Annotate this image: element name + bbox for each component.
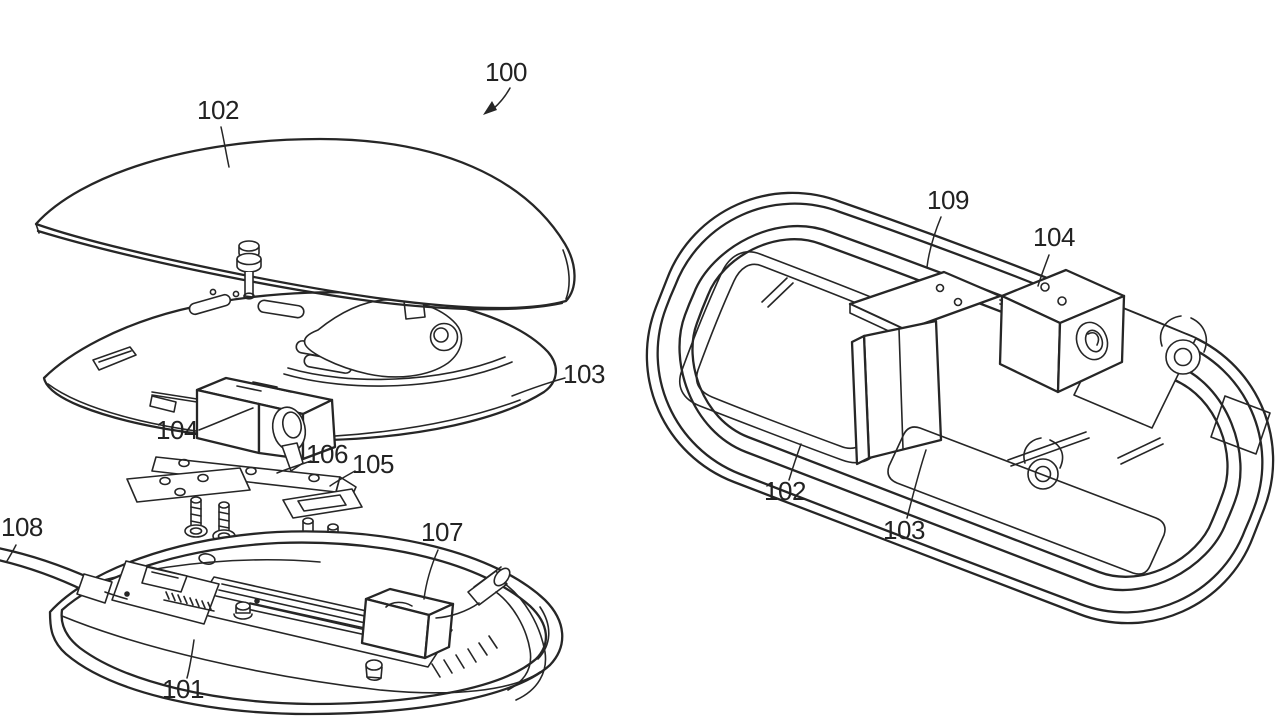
switch-104-right-drawing <box>998 268 1197 429</box>
ref-label-103: 103 <box>563 359 605 389</box>
ref-label-107: 107 <box>421 517 463 547</box>
ref-label-104-right: 104 <box>1033 222 1075 252</box>
ref-label-105: 105 <box>352 449 394 479</box>
ref-label-102: 102 <box>197 95 239 125</box>
top-cover-102-drawing <box>34 137 576 311</box>
leader-109 <box>926 216 942 268</box>
plates-105-106-drawing <box>126 456 363 562</box>
fig1-callouts: 100 102 103 104 106 105 108 107 101 <box>1 57 605 704</box>
frame-103-drawing <box>42 288 557 442</box>
leader-108 <box>6 544 17 562</box>
leader-102 <box>220 126 230 168</box>
leader-107 <box>423 549 439 600</box>
cable-108-drawing <box>0 547 128 604</box>
switch-104-drawing <box>151 376 337 472</box>
ref-label-101: 101 <box>162 674 204 704</box>
leader-105 <box>329 470 356 487</box>
leader-100 <box>492 87 511 110</box>
ref-label-109: 109 <box>927 185 969 215</box>
base-101-drawing <box>48 530 564 716</box>
ref-label-104: 104 <box>156 415 198 445</box>
leader-104-right <box>1037 254 1050 287</box>
leader-103-right <box>906 449 927 519</box>
leader-101 <box>186 639 195 679</box>
ref-label-106: 106 <box>306 439 348 469</box>
ref-label-102-right: 102 <box>764 476 806 506</box>
leader-104 <box>198 407 254 431</box>
fig1-exploded-view <box>0 137 576 716</box>
leader-106 <box>276 460 312 474</box>
leader-103 <box>511 377 566 397</box>
support-109-drawing <box>848 270 1002 466</box>
ref-label-108: 108 <box>1 512 43 542</box>
leader-102-right <box>788 443 802 481</box>
screw-fasteners-drawing <box>184 496 236 543</box>
ref-label-100: 100 <box>485 57 527 87</box>
ref-label-103-right: 103 <box>883 515 925 545</box>
arrowhead-100 <box>483 101 497 115</box>
pivot-screw-drawing <box>236 240 262 300</box>
fig2-eyelets <box>1023 315 1208 490</box>
fig2-callouts: 109 104 102 103 <box>764 185 1075 545</box>
fig2-interior-view <box>645 191 1275 625</box>
fig2-floor-panel <box>887 395 1271 575</box>
